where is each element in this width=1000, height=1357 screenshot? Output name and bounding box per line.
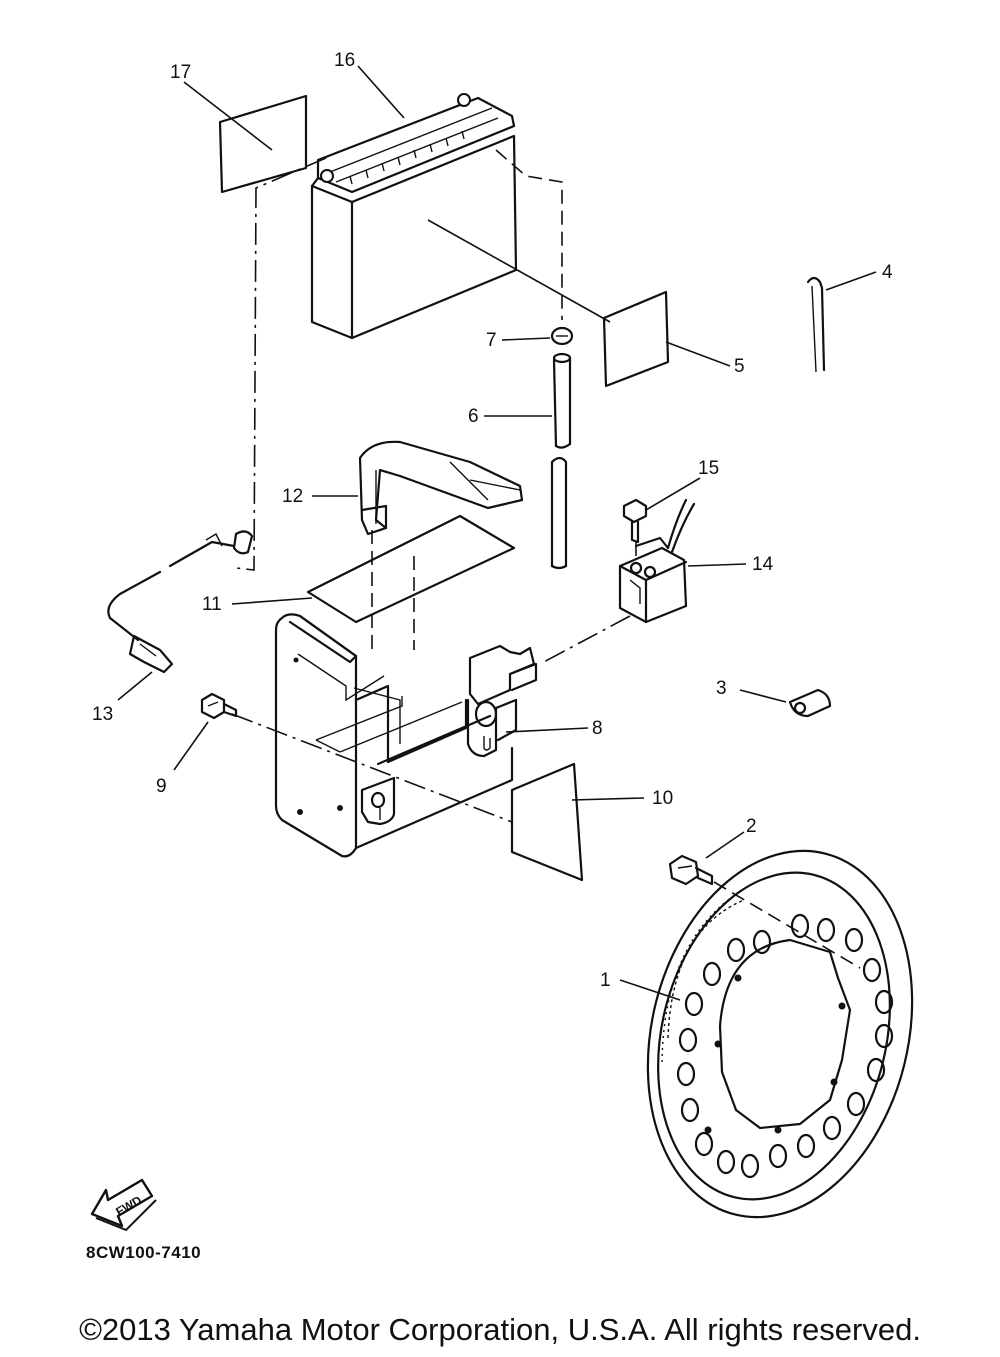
- callout-14: 14: [752, 554, 774, 575]
- battery-case-part-8: [274, 613, 538, 858]
- callout-4: 4: [882, 262, 893, 283]
- starter-relay-part-14: [618, 498, 696, 624]
- callout-6: 6: [468, 406, 479, 427]
- leader-lines: [117, 65, 877, 1001]
- clip-part-3: [788, 688, 832, 718]
- copyright-notice: ©2013 Yamaha Motor Corporation, U.S.A. A…: [79, 1312, 921, 1347]
- wire-clip-part-4: [806, 276, 826, 373]
- diagram-code: 8CW100-7410: [86, 1243, 202, 1262]
- battery-label-part-5: [602, 290, 670, 388]
- callout-15: 15: [698, 458, 719, 479]
- band-part-7: [550, 326, 574, 346]
- callout-1: 1: [600, 970, 611, 991]
- callout-12: 12: [282, 486, 303, 507]
- fwd-arrow-icon: FWD: [90, 1178, 157, 1232]
- rubber-sheet-part-11: [306, 514, 516, 624]
- callout-5: 5: [734, 356, 745, 377]
- breather-hose-part-6: [550, 352, 572, 570]
- callout-2: 2: [746, 816, 757, 837]
- plate-part-1: [646, 849, 914, 1219]
- callout-3: 3: [716, 678, 727, 699]
- bolt-part-2: [668, 854, 714, 886]
- bolt-part-15: [622, 498, 648, 544]
- warning-label-part-17: [218, 94, 308, 194]
- assembly-lines: [231, 149, 861, 969]
- callout-11: 11: [202, 594, 222, 615]
- callout-17: 17: [170, 62, 191, 83]
- bolt-part-9: [200, 692, 238, 720]
- callout-13: 13: [92, 704, 113, 725]
- battery-band-part-12: [358, 440, 524, 536]
- battery-part-16: [310, 93, 518, 340]
- callout-16: 16: [334, 50, 355, 71]
- lead-wire-part-13: [107, 530, 254, 674]
- callout-8: 8: [592, 718, 603, 739]
- callout-10: 10: [652, 788, 673, 809]
- plate-part-10: [510, 762, 584, 882]
- callout-7: 7: [486, 330, 497, 351]
- callout-9: 9: [156, 776, 167, 797]
- callout-numbers: 1 2 3 4 5 6 7 8 9 10 11 12 13 14 15 16 1…: [92, 50, 893, 991]
